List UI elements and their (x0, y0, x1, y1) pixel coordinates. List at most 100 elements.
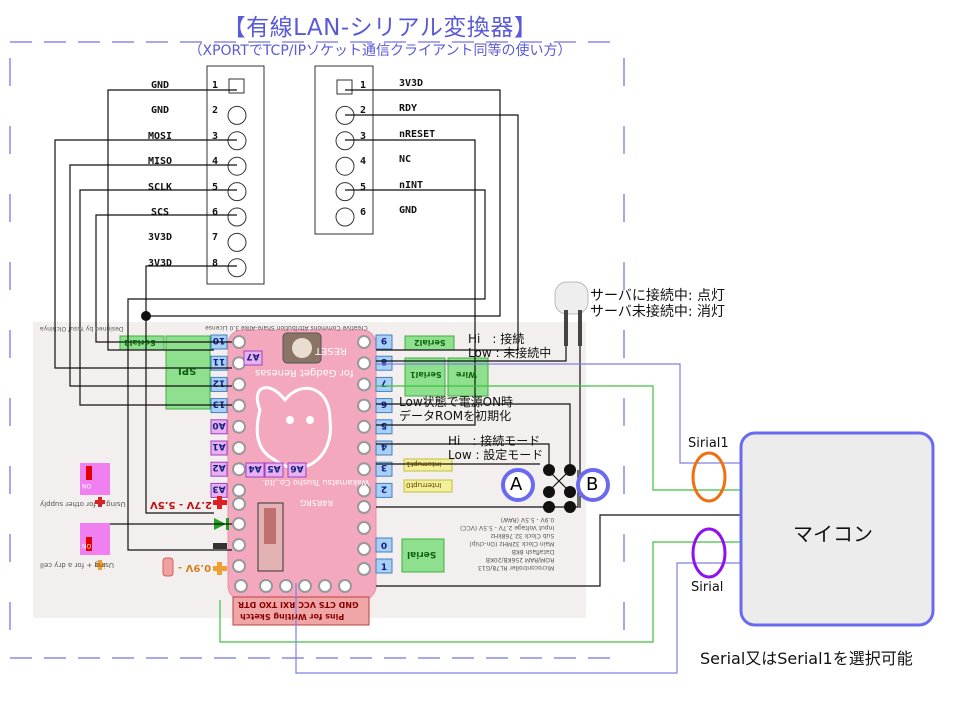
license-label: Creative Commons Attribution Share-Alike… (205, 324, 368, 331)
board-pin-hole (298, 579, 312, 593)
board-pin-hole (357, 419, 371, 434)
serial1-tag: Sirial1 (688, 436, 729, 451)
battery-icon (162, 557, 174, 577)
connector-right-pin-label: 3V3D (399, 78, 424, 89)
board-pin-hole (232, 419, 246, 434)
board-pin-tag (375, 537, 393, 553)
jumper-on-label-1: ON (82, 482, 92, 489)
spi-label: SPI (178, 365, 197, 376)
board-pin-hole (232, 398, 246, 413)
connector-left-pin-label: MISO (147, 156, 173, 168)
board-right-pin-label: 7 (381, 377, 387, 387)
pin-circle (227, 182, 247, 202)
board-pin-hole (357, 356, 371, 371)
board-pin-tag (375, 355, 393, 371)
serial1-ring (691, 451, 727, 503)
junction-dot (141, 311, 151, 321)
supply-dry-label: Using + for a dry cell (40, 561, 115, 569)
board-analog-tag (264, 462, 284, 478)
board-pin-tag (375, 376, 393, 392)
mode-note-low: Low : 設定モード (448, 448, 544, 462)
serial-label: Serial (407, 549, 437, 559)
jumper-on-label-2: ON (82, 542, 92, 549)
connector-right-pin-num: 5 (360, 181, 367, 193)
board-right-lower-pin-label: 1 (381, 563, 387, 573)
board-pin-hole (232, 538, 246, 552)
board-left-pin-label: 10 (213, 335, 226, 345)
pin-circle (335, 156, 355, 176)
spec-line: Input Voltage 2.7V - 5.5V (VCC) (460, 524, 555, 531)
spec-line: Dataflash 8KB (511, 548, 555, 555)
pin-circle (227, 131, 247, 151)
board-pin-tag (375, 334, 393, 350)
mode-note-hi: Hi : 接続モード (448, 434, 541, 448)
connector-right-pin-label: nINT (399, 179, 424, 191)
board-pin-tag (375, 398, 393, 414)
connector-left-pin-num: 4 (212, 156, 219, 168)
board-analog-tag-label: A6 (290, 463, 303, 473)
mode-note: Hi : 接続モード Low : 設定モード (448, 434, 543, 462)
mode-switch-dots (543, 464, 576, 513)
connector-left-pin-label: SCLK (147, 181, 173, 193)
board-pin-hole (232, 441, 246, 455)
board-pin-tag (210, 419, 228, 435)
led-note-disconnected: サーバ未接続中: 消灯 (590, 304, 726, 320)
interrupt1-label: Interrupt1 (406, 460, 442, 468)
board-pin-hole (357, 562, 371, 576)
board-pin-tag (210, 440, 228, 456)
interrupt0-box (403, 479, 453, 493)
board-pin-hole (232, 377, 246, 392)
interrupt1-box (403, 458, 453, 472)
maker-label: Wakamatsu Tsusho Co.,ltd. (262, 478, 370, 487)
pin-circle (227, 258, 247, 278)
board-right-pin-label: 9 (381, 335, 387, 345)
board-pin-hole (232, 497, 246, 511)
connector-left-pin-num: 1 (212, 80, 219, 91)
board-pin-hole (232, 462, 246, 477)
board-pin-hole (357, 462, 371, 477)
pin-circle (227, 105, 247, 125)
serial1-label: Serial1 (410, 370, 442, 379)
diagram-title: 【有線LAN-シリアル変換器】 (222, 15, 538, 41)
connector-left-pin-label: 3V3D (147, 232, 173, 244)
connector-left-pin-label: 3V3D (147, 257, 173, 269)
board-right-lower-pin-label: 0 (381, 542, 387, 552)
reset-button-cap (292, 338, 312, 358)
connector-right-pin-num: 6 (360, 207, 367, 218)
board-analog-tag (287, 462, 307, 478)
connector-left-pin-num: 7 (212, 232, 219, 244)
connector-left-pin-num: 6 (212, 207, 219, 218)
board-pin-hole (232, 517, 246, 531)
connector-right-pin-num: 1 (360, 80, 367, 91)
connector-right-pin-label: RDY (399, 103, 418, 115)
connector-right-pin-label: GND (399, 205, 418, 216)
board-left-pin-label: 13 (213, 399, 226, 409)
board-pin-hole (357, 542, 371, 556)
mascot-outline (255, 386, 332, 470)
switch-a-label: A (510, 474, 523, 495)
board-pin-hole (234, 579, 248, 593)
board-right-pin-label: 4 (381, 441, 387, 451)
board-left-pin-label: A0 (212, 420, 225, 430)
board-pin-hole (357, 377, 371, 392)
pin-circle (227, 207, 247, 227)
spec-line: Sub Clock 32.768kHz (490, 532, 555, 539)
spec-line: ROM/RAM 256KB/20KB (485, 556, 555, 563)
rdy-note-hi: Hi : 接続 (468, 332, 525, 346)
board-left-pin-label: A1 (212, 441, 225, 451)
switch-b-label: B (586, 474, 599, 495)
serial2-right-label: Serial2 (414, 338, 446, 347)
serial2-left-label: Serial2 (124, 338, 156, 347)
board-pin-hole (279, 579, 293, 593)
board-pin-hole (357, 483, 371, 498)
board-pin-hole (232, 356, 246, 371)
board-pin-tag (375, 419, 393, 435)
board-right-pin-label: 2 (381, 483, 387, 493)
connector-left-pin-num: 5 (212, 181, 219, 193)
connector-left-pin-num: 3 (212, 130, 219, 142)
board-pin-hole (357, 441, 371, 455)
pin-circle (227, 156, 247, 176)
voltage-low-label: 0.9V - (178, 562, 212, 573)
spec-line: Main Clock 32MHz (On-chip) (469, 540, 555, 547)
board-pin-hole (259, 579, 273, 593)
